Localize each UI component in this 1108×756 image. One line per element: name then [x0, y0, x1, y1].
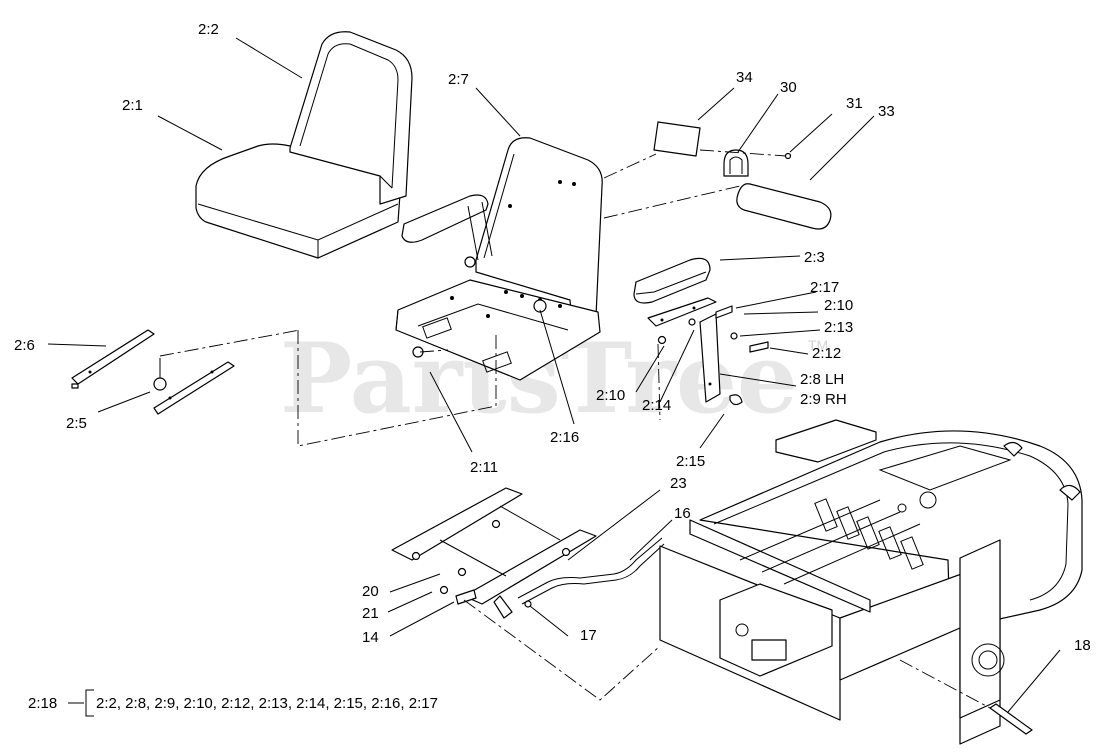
callout-2-17: 2:17	[810, 279, 839, 296]
armrest-bracket-part	[647, 297, 769, 406]
callout-2-3: 2:3	[804, 249, 825, 266]
callout-2-2: 2:2	[198, 21, 219, 38]
hand-grip-parts	[653, 121, 832, 230]
callout-2-8-lh: 2:8 LH	[800, 371, 844, 388]
left-armrest-part	[401, 194, 493, 268]
leader-lines	[47, 37, 1061, 713]
right-armrest-part	[633, 257, 711, 304]
callout-14: 14	[362, 629, 379, 646]
callout-2-9-rh: 2:9 RH	[800, 391, 847, 408]
seat-slide-parts	[71, 329, 235, 415]
callout-2-1: 2:1	[122, 97, 143, 114]
callout-2-10-right: 2:10	[824, 297, 853, 314]
callout-2-10-left: 2:10	[596, 387, 625, 404]
callout-labels: 2:2 2:1 2:7 34 30 31 33 2:3 2:17 2:10 2:…	[14, 21, 1091, 654]
callout-18: 18	[1074, 637, 1091, 654]
chassis-frame-part	[659, 419, 1083, 745]
kit-legend-contents: 2:2, 2:8, 2:9, 2:10, 2:12, 2:13, 2:14, 2…	[96, 695, 438, 712]
callout-31: 31	[846, 95, 863, 112]
callout-16: 16	[674, 505, 691, 522]
watermark-trademark: TM	[808, 337, 828, 353]
callout-34: 34	[736, 69, 753, 86]
alignment-lines	[159, 149, 991, 709]
callout-2-16: 2:16	[550, 429, 579, 446]
callout-30: 30	[780, 79, 797, 96]
backrest-part	[289, 31, 413, 205]
seat-mount-plate-part	[391, 487, 597, 619]
callout-2-13: 2:13	[824, 319, 853, 336]
callout-2-14: 2:14	[642, 397, 671, 414]
callout-2-11: 2:11	[470, 459, 498, 476]
callout-2-6: 2:6	[14, 337, 35, 354]
control-rod-part	[517, 537, 665, 605]
kit-legend-kit-number: 2:18	[28, 695, 57, 712]
kit-legend: 2:18 2:2, 2:8, 2:9, 2:10, 2:12, 2:13, 2:…	[28, 689, 438, 717]
callout-20: 20	[362, 583, 379, 600]
callout-21: 21	[362, 605, 379, 622]
callout-17: 17	[580, 627, 597, 644]
callout-2-7: 2:7	[448, 71, 469, 88]
callout-2-12: 2:12	[812, 345, 841, 362]
callout-2-5: 2:5	[66, 415, 87, 432]
callout-23: 23	[670, 475, 687, 492]
callout-2-15: 2:15	[676, 453, 705, 470]
callout-33: 33	[878, 103, 895, 120]
seat-pan-part	[395, 137, 603, 381]
